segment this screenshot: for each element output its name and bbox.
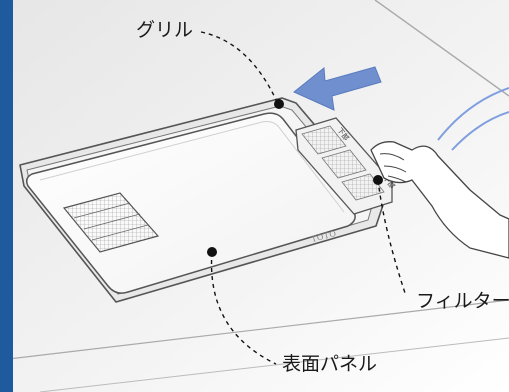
filter-mesh-1 bbox=[301, 125, 347, 155]
grid-slat bbox=[91, 224, 149, 241]
leader-dot-panel bbox=[207, 247, 217, 257]
hand-icon bbox=[370, 141, 509, 259]
leader-grille bbox=[200, 31, 279, 105]
insert-direction-arrow bbox=[293, 66, 382, 111]
grid-slat bbox=[73, 202, 131, 219]
leader-panel bbox=[210, 251, 277, 365]
ceiling-edge-top bbox=[374, 0, 509, 97]
leader-dot-filter bbox=[373, 175, 383, 185]
grille-label: グリル bbox=[136, 19, 194, 41]
ceiling-edge-bottom bbox=[0, 299, 509, 361]
ceiling-edge-bottom-2 bbox=[39, 337, 509, 392]
grid-slat bbox=[83, 213, 141, 230]
leader-filter bbox=[377, 179, 407, 297]
surface-panel-bevel bbox=[39, 121, 345, 213]
filter-mesh-2 bbox=[321, 149, 367, 179]
motion-curve-1 bbox=[437, 87, 509, 141]
left-accent-bar bbox=[0, 0, 13, 392]
leader-dot-grille bbox=[274, 99, 284, 109]
filter-label: フィルター bbox=[416, 290, 509, 312]
intake-grid bbox=[62, 192, 160, 253]
motion-curve-2 bbox=[451, 111, 509, 151]
surface-panel-label: 表面パネル bbox=[282, 353, 378, 375]
